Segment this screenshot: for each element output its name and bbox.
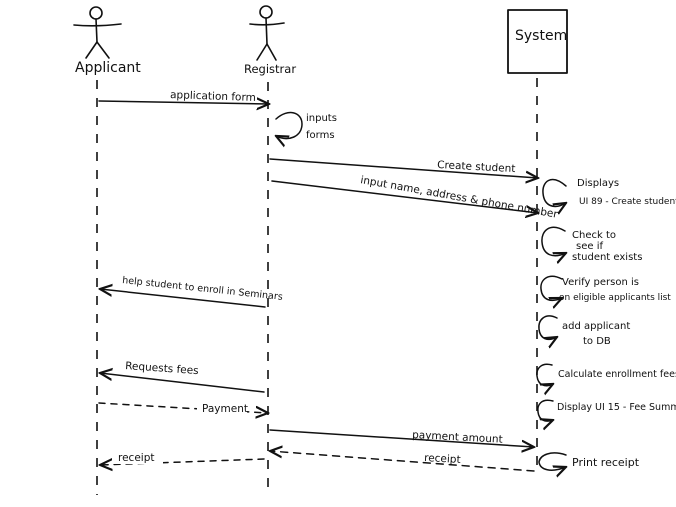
message-input-name: input name, address & phone number xyxy=(271,174,559,221)
receipt-applicant-label: receipt xyxy=(118,452,154,464)
create-student-label: Create student xyxy=(437,159,516,175)
add-applicant-line-1: add applicant xyxy=(562,321,630,332)
self-add-applicant: add applicant to DB xyxy=(538,315,630,347)
applicant-label: Applicant xyxy=(75,60,141,76)
message-help-student: help student to enroll in Seminars xyxy=(100,275,284,308)
message-create-student: Create student xyxy=(269,158,538,178)
add-applicant-line-2: to DB xyxy=(583,336,611,347)
message-requests-fees: Requests fees xyxy=(100,360,265,393)
calculate-fees-line-1: Calculate enrollment fees xyxy=(558,369,676,380)
payment-label: Payment xyxy=(202,403,248,415)
message-payment: Payment xyxy=(98,400,268,416)
check-student-line-1: Check to xyxy=(572,230,616,241)
self-calculate-fees: Calculate enrollment fees xyxy=(536,363,676,385)
message-application-form: application form xyxy=(98,89,269,104)
displays-ui-line-1: Displays xyxy=(577,178,619,189)
verify-person-line-2: on eligible applicants list xyxy=(559,293,671,303)
verify-person-line-1: Verify person is xyxy=(562,277,639,288)
self-inputs-forms: inputs forms xyxy=(276,111,337,141)
check-student-line-3: student exists xyxy=(572,252,642,263)
payment-amount-label: payment amount xyxy=(412,429,503,446)
message-payment-amount: payment amount xyxy=(269,429,534,447)
system-label: System xyxy=(515,28,567,44)
requests-fees-label: Requests fees xyxy=(125,360,199,377)
print-receipt-line-1: Print receipt xyxy=(572,456,640,469)
system-box: System xyxy=(507,9,568,74)
self-display-ui15: Display UI 15 - Fee Summary xyxy=(537,399,676,421)
self-verify-person: Verify person is on eligible applicants … xyxy=(540,275,671,303)
self-check-student: Check to see if student exists xyxy=(541,226,642,263)
message-receipt-system: receipt xyxy=(270,451,535,472)
inputs-forms-line-1: inputs xyxy=(306,113,337,124)
help-student-label: help student to enroll in Seminars xyxy=(122,275,284,303)
application-form-label: application form xyxy=(170,89,256,104)
registrar-label: Registrar xyxy=(244,62,296,76)
display-ui15-line-1: Display UI 15 - Fee Summary xyxy=(557,402,676,413)
self-print-receipt: Print receipt xyxy=(538,452,640,470)
message-receipt-applicant: receipt xyxy=(100,450,265,465)
input-name-label: input name, address & phone number xyxy=(359,174,559,221)
check-student-line-2: see if xyxy=(576,241,603,252)
receipt-system-label: receipt xyxy=(424,452,461,466)
displays-ui-line-2: UI 89 - Create student xyxy=(579,197,676,207)
inputs-forms-line-2: forms xyxy=(306,130,335,141)
applicant-actor: Applicant xyxy=(73,6,141,76)
registrar-actor: Registrar xyxy=(244,5,296,76)
self-displays-ui: Displays UI 89 - Create student xyxy=(542,178,676,207)
